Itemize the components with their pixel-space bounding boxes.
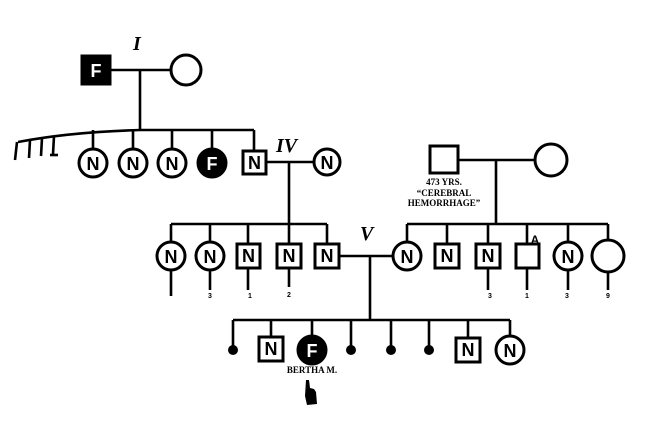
affected-female-symbol bbox=[196, 147, 228, 179]
gen4-child-3-proband: F BERTHA M. bbox=[287, 334, 337, 405]
generation-label-iv: IV bbox=[275, 135, 299, 157]
normal-mark: N bbox=[127, 154, 140, 174]
normal-mark: N bbox=[265, 339, 278, 359]
female-symbol bbox=[77, 147, 109, 179]
male-symbol bbox=[433, 242, 461, 270]
offspring-count: 3 bbox=[565, 293, 569, 300]
pointing-hand-icon bbox=[305, 380, 317, 405]
normal-mark: N bbox=[321, 153, 334, 173]
affected-male-symbol bbox=[80, 54, 112, 86]
female-symbol bbox=[117, 147, 149, 179]
normal-mark: N bbox=[562, 247, 575, 267]
offspring-count: 3 bbox=[488, 293, 492, 300]
gen4-child-2: N bbox=[257, 335, 285, 363]
normal-mark: N bbox=[441, 246, 454, 266]
sibling-stroke bbox=[51, 135, 56, 155]
sibling-stroke bbox=[27, 139, 32, 159]
normal-mark: N bbox=[204, 247, 217, 267]
gen2-child-2: N bbox=[117, 147, 149, 179]
cause-note-line2: HEMORRHAGE” bbox=[408, 198, 481, 208]
normal-mark: N bbox=[283, 246, 296, 266]
female-symbol bbox=[156, 147, 188, 179]
affected-mark: F bbox=[91, 61, 102, 81]
gen2-child-4: F bbox=[196, 147, 228, 179]
offspring-count: 3 bbox=[208, 293, 212, 300]
male-symbol bbox=[257, 335, 285, 363]
normal-mark: N bbox=[166, 154, 179, 174]
gen1-mother bbox=[169, 53, 203, 87]
normal-mark: N bbox=[242, 246, 255, 266]
gen4-child-7: N bbox=[454, 336, 482, 364]
normal-mark: N bbox=[321, 246, 334, 266]
gen3-right-3: N 3 bbox=[474, 242, 502, 300]
female-symbol bbox=[494, 334, 526, 366]
gen3-right-1: N bbox=[391, 240, 423, 272]
offspring-count: 2 bbox=[287, 292, 291, 299]
gen3-right-5: N 3 bbox=[552, 240, 584, 300]
gen3-right-2: N bbox=[433, 242, 461, 270]
unnamed-siblings bbox=[13, 135, 58, 161]
generation-label-i: I bbox=[132, 33, 142, 55]
normal-mark: N bbox=[165, 247, 178, 267]
gen4-child-8: N bbox=[494, 334, 526, 366]
gen1-father: F bbox=[80, 54, 112, 86]
offspring-count: 1 bbox=[248, 293, 252, 300]
proband-name: BERTHA M. bbox=[287, 365, 337, 375]
gen2-child-3: N bbox=[156, 147, 188, 179]
female-symbol bbox=[391, 240, 423, 272]
normal-mark: N bbox=[504, 341, 517, 361]
sibling-stroke bbox=[39, 137, 44, 157]
male-symbol bbox=[428, 144, 460, 175]
offspring-count: 1 bbox=[525, 293, 529, 300]
gen2-child-5: N bbox=[241, 149, 268, 176]
female-symbol bbox=[590, 238, 626, 274]
gen3-right-6: 9 bbox=[590, 238, 626, 300]
gen4-child-4-dot bbox=[346, 345, 356, 355]
inlaw-mother bbox=[533, 142, 569, 178]
male-symbol bbox=[514, 242, 541, 270]
male-symbol bbox=[454, 336, 482, 364]
gen2-spouse: N bbox=[312, 147, 342, 177]
normal-mark: N bbox=[401, 247, 414, 267]
female-symbol bbox=[312, 147, 342, 177]
normal-mark: N bbox=[87, 154, 100, 174]
gen3-left-5: N bbox=[313, 242, 341, 270]
gen4-child-5-dot bbox=[386, 345, 396, 355]
sibling-stroke bbox=[13, 141, 19, 161]
individual-label-a: A bbox=[531, 233, 540, 247]
gen3-left-4: N 2 bbox=[275, 242, 303, 299]
male-symbol bbox=[275, 242, 303, 270]
gen3-left-2: N 3 bbox=[194, 240, 226, 300]
gen3-left-1: N bbox=[155, 240, 187, 296]
gen2-child-1: N bbox=[77, 147, 109, 179]
gen4-child-6-dot bbox=[424, 345, 434, 355]
generation-label-v: V bbox=[360, 223, 375, 245]
age-note: 473 YRS. bbox=[426, 177, 462, 187]
gen3-left-3: N 1 bbox=[235, 242, 262, 300]
gen4-child-1-dot bbox=[228, 345, 238, 355]
offspring-count: 9 bbox=[606, 293, 610, 300]
affected-mark: F bbox=[207, 154, 218, 174]
normal-mark: N bbox=[248, 153, 261, 173]
cause-note-line1: “CEREBRAL bbox=[417, 188, 472, 198]
normal-mark: N bbox=[482, 246, 495, 266]
gen3-right-4: A 1 bbox=[514, 233, 541, 300]
affected-female-symbol bbox=[296, 334, 328, 366]
normal-mark: N bbox=[462, 340, 475, 360]
affected-mark: F bbox=[307, 341, 318, 361]
inlaw-father: 473 YRS. “CEREBRAL HEMORRHAGE” bbox=[408, 144, 481, 208]
